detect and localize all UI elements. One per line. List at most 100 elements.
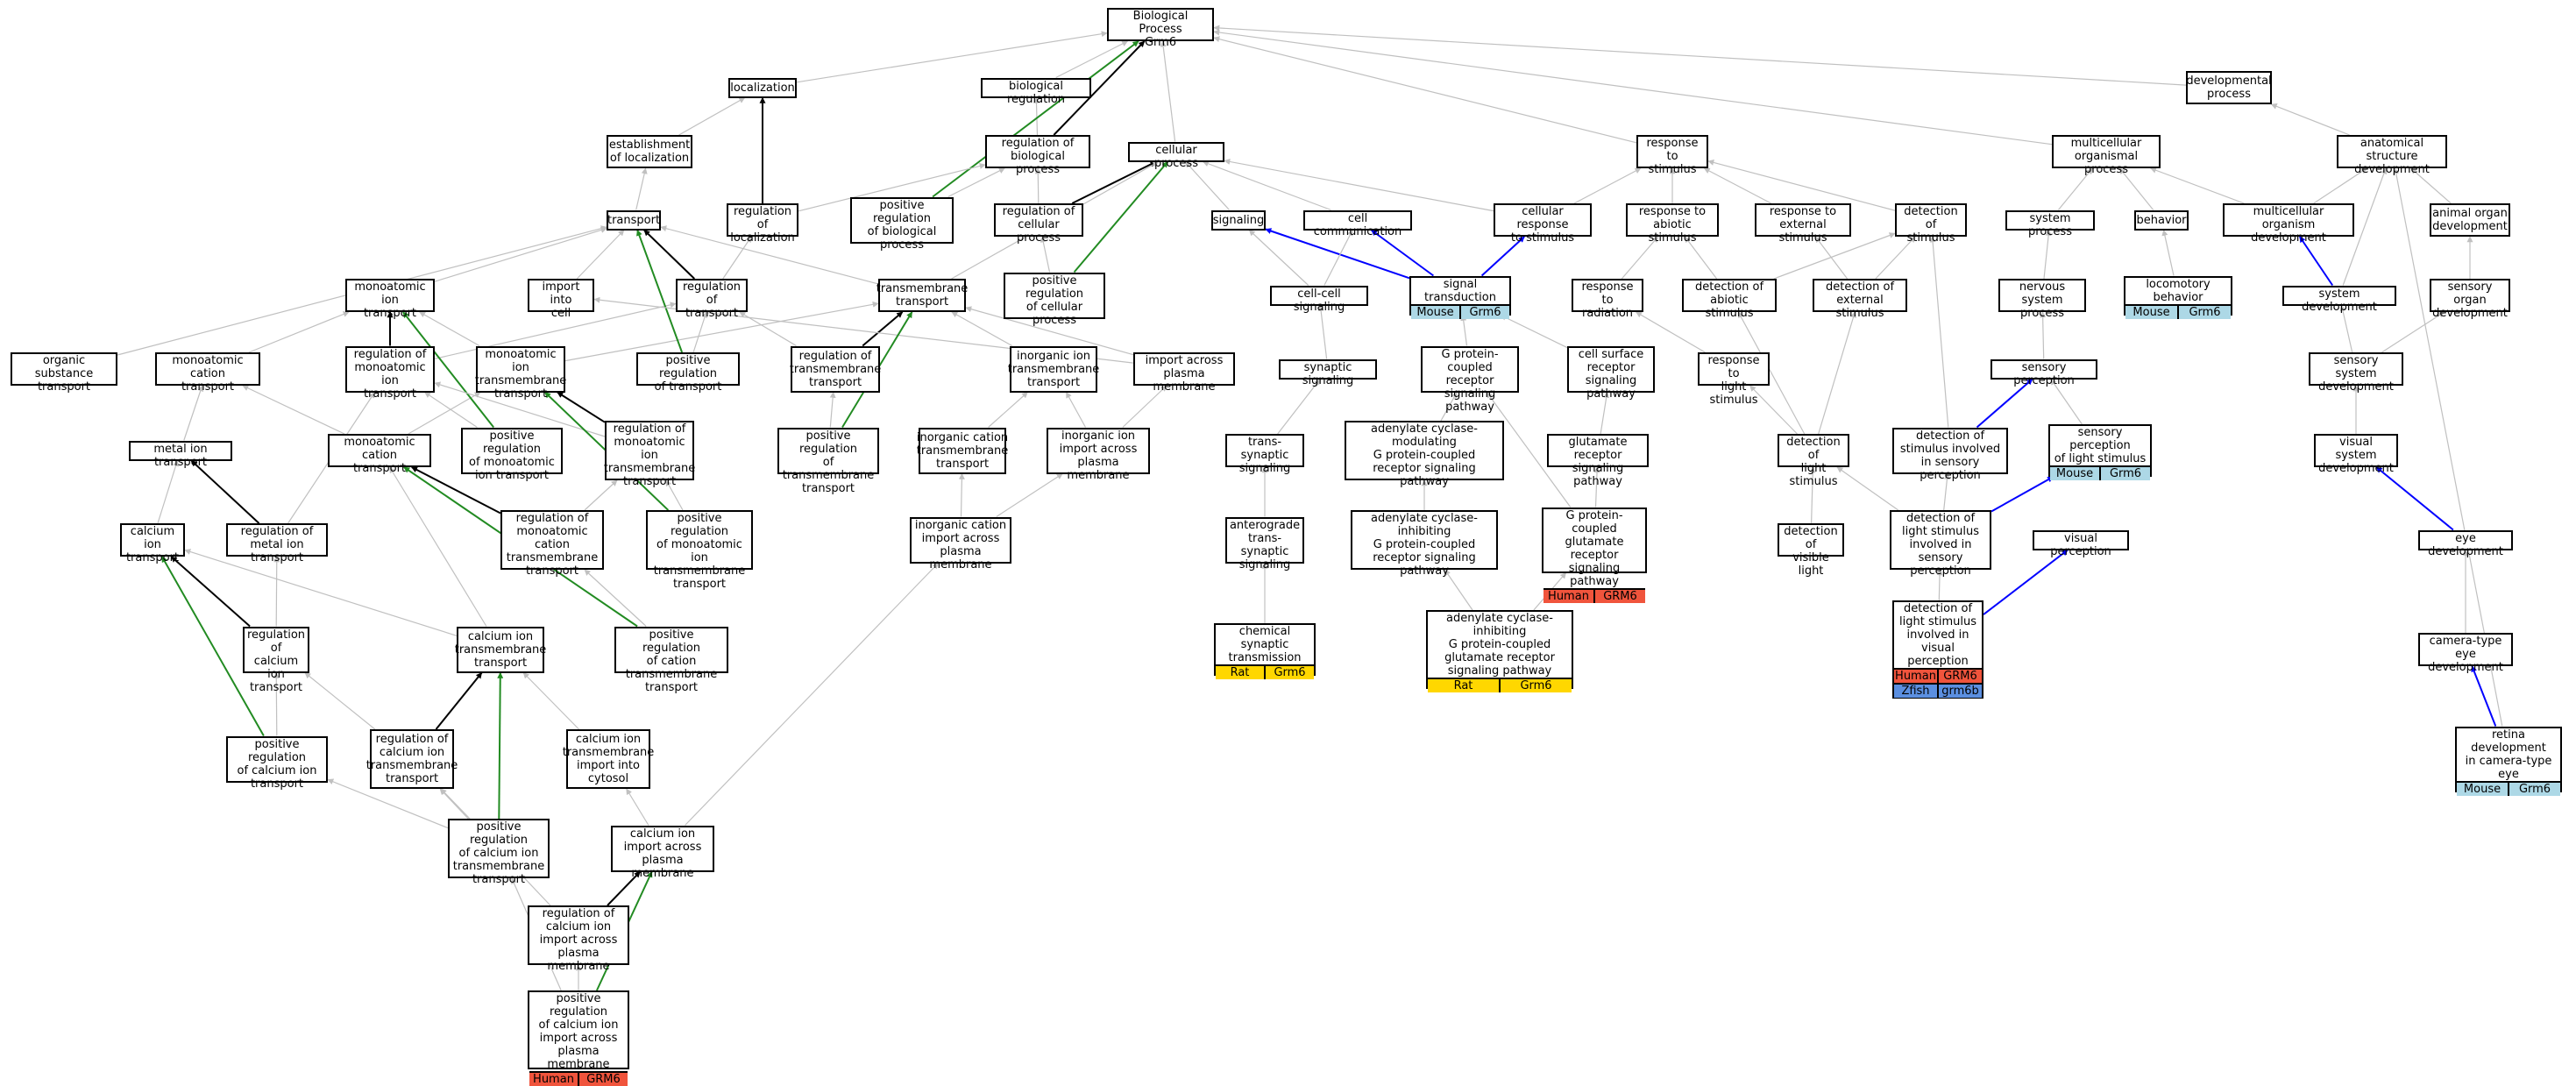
go-term-regcaiontm[interactable]: regulation of calcium ion transmembrane … bbox=[366, 729, 458, 789]
go-term-cellsurf[interactable]: cell surface receptor signaling pathway bbox=[1567, 345, 1655, 401]
go-term-senssys[interactable]: sensory system development bbox=[2309, 352, 2403, 394]
go-term-monocat[interactable]: monoatomic cation transport bbox=[155, 352, 260, 394]
go-term-resp[interactable]: response to stimulus bbox=[1636, 135, 1708, 176]
go-term-detstim[interactable]: detection of stimulus bbox=[1895, 203, 1967, 245]
go-term-detlightinv[interactable]: detection of light stimulus involved in … bbox=[1890, 510, 1991, 578]
go-term-multidev[interactable]: multicellular organism development bbox=[2223, 203, 2354, 245]
go-term-inorionimport[interactable]: inorganic ion import across plasma membr… bbox=[1047, 427, 1150, 482]
go-term-label: detection of abiotic stimulus bbox=[1694, 280, 1764, 320]
go-term-vissys[interactable]: visual system development bbox=[2314, 434, 2398, 475]
gene-label: GRM6 bbox=[1593, 589, 1645, 603]
go-term-nervsys[interactable]: nervous system process bbox=[1998, 279, 2086, 320]
go-term-multi[interactable]: multicellular organismal process bbox=[2052, 135, 2161, 176]
go-term-regbp[interactable]: regulation of biological process bbox=[985, 135, 1090, 176]
go-term-label: visual perception bbox=[2050, 531, 2111, 558]
go-term-regtransport[interactable]: regulation of transport bbox=[676, 279, 748, 320]
go-term-devproc[interactable]: developmental process bbox=[2186, 71, 2272, 104]
go-term-orgsub[interactable]: organic substance transport bbox=[11, 352, 117, 394]
go-term-gpcrglu[interactable]: G protein-coupled glutamate receptor sig… bbox=[1542, 507, 1647, 603]
go-term-monocattm[interactable]: monoatomic cation transport bbox=[328, 434, 431, 475]
go-term-eyedev[interactable]: eye development bbox=[2418, 529, 2513, 558]
go-term-cellcomm[interactable]: cell communication bbox=[1303, 209, 1412, 238]
go-term-regcp[interactable]: regulation of cellular process bbox=[994, 203, 1083, 245]
go-term-metaliont[interactable]: metal ion transport bbox=[129, 440, 232, 469]
go-term-detabio[interactable]: detection of abiotic stimulus bbox=[1682, 279, 1777, 320]
go-term-respirad[interactable]: response to radiation bbox=[1572, 279, 1643, 320]
go-term-acmod[interactable]: adenylate cyclase-modulating G protein-c… bbox=[1345, 421, 1504, 488]
go-term-sensperc[interactable]: sensory perception bbox=[1991, 358, 2097, 387]
edge-is-a-posregcattm-to-regmonocattm bbox=[584, 569, 647, 627]
go-term-synsig[interactable]: synaptic signaling bbox=[1279, 358, 1377, 387]
go-term-sysproc[interactable]: system process bbox=[2005, 209, 2095, 238]
go-term-regcaiont[interactable]: regulation of calcium ion transport bbox=[243, 626, 309, 694]
go-term-anat[interactable]: anatomical structure development bbox=[2337, 135, 2447, 176]
go-term-importacross[interactable]: import across plasma membrane bbox=[1133, 352, 1235, 394]
go-term-caiontm[interactable]: calcium ion transmembrane transport bbox=[455, 626, 546, 673]
go-term-regmetaliont[interactable]: regulation of metal ion transport bbox=[226, 523, 328, 564]
go-term-detlightvis[interactable]: detection of light stimulus involved in … bbox=[1892, 600, 1983, 699]
go-term-animorg[interactable]: animal organ development bbox=[2430, 203, 2510, 237]
go-term-posregcaiontm[interactable]: positive regulation of calcium ion trans… bbox=[448, 819, 550, 886]
go-term-antero[interactable]: anterograde trans-synaptic signaling bbox=[1225, 516, 1304, 571]
go-term-inoriontm[interactable]: inorganic ion transmembrane transport bbox=[1008, 345, 1099, 393]
go-term-behavior[interactable]: behavior bbox=[2134, 209, 2189, 231]
go-term-biolreg[interactable]: biological regulation bbox=[981, 77, 1091, 106]
go-term-inorcatimport[interactable]: inorganic cation import across plasma me… bbox=[910, 516, 1011, 571]
go-term-visperc[interactable]: visual perception bbox=[2033, 529, 2129, 558]
go-term-acinhib[interactable]: adenylate cyclase-inhibiting G protein-c… bbox=[1351, 510, 1498, 578]
go-term-transport[interactable]: transport bbox=[607, 209, 661, 231]
go-term-regmonocattm[interactable]: regulation of monoatomic cation transmem… bbox=[500, 510, 604, 578]
go-term-posregtmtransport[interactable]: positive regulation of transmembrane tra… bbox=[777, 427, 879, 495]
go-term-importcell[interactable]: import into cell bbox=[528, 279, 594, 320]
go-term-tmtransport[interactable]: transmembrane transport bbox=[876, 279, 968, 312]
go-term-regtmtransport[interactable]: regulation of transmembrane transport bbox=[790, 345, 881, 393]
go-term-monoiont[interactable]: monoatomic ion transport bbox=[345, 279, 435, 320]
go-term-ccsig[interactable]: cell-cell signaling bbox=[1270, 285, 1368, 314]
go-term-detlight[interactable]: detection of light stimulus bbox=[1778, 434, 1849, 488]
go-term-signaling[interactable]: signaling bbox=[1211, 209, 1266, 231]
go-term-cellproc[interactable]: cellular process bbox=[1128, 141, 1224, 170]
go-term-cellresp[interactable]: cellular response to stimulus bbox=[1494, 203, 1592, 245]
go-term-resplight[interactable]: response to light stimulus bbox=[1698, 352, 1770, 407]
go-term-caiontmimport[interactable]: calcium ion transmembrane import into cy… bbox=[563, 729, 654, 789]
go-term-posregcattm[interactable]: positive regulation of cation transmembr… bbox=[614, 626, 728, 694]
go-term-cameraeye[interactable]: camera-type eye development bbox=[2418, 633, 2513, 674]
go-term-respext[interactable]: response to external stimulus bbox=[1755, 203, 1851, 245]
go-term-regmonoiontm[interactable]: regulation of monoatomic ion transmembra… bbox=[604, 421, 695, 488]
go-term-caimport[interactable]: calcium ion import across plasma membran… bbox=[611, 825, 714, 880]
go-term-estloc[interactable]: establishment of localization bbox=[607, 135, 692, 168]
go-term-calciont[interactable]: calcium ion transport bbox=[120, 523, 185, 564]
go-term-detext[interactable]: detection of external stimulus bbox=[1813, 279, 1907, 320]
go-term-posregmonoiont[interactable]: positive regulation of monoatomic ion tr… bbox=[461, 427, 563, 482]
edge-is-a-posregcaiont-to-regcaiont bbox=[273, 671, 280, 736]
go-term-detstiminv[interactable]: detection of stimulus involved in sensor… bbox=[1892, 427, 2008, 482]
go-term-posregcaimport[interactable]: positive regulation of calcium ion impor… bbox=[528, 990, 629, 1086]
go-term-transsyn[interactable]: trans-synaptic signaling bbox=[1225, 434, 1304, 475]
go-term-respabio[interactable]: response to abiotic stimulus bbox=[1626, 203, 1719, 245]
go-term-posregcaiont[interactable]: positive regulation of calcium ion trans… bbox=[226, 735, 328, 791]
go-term-regmonoiont[interactable]: regulation of monoatomic ion transport bbox=[345, 345, 435, 401]
go-term-posregmonoiontm[interactable]: positive regulation of monoatomic ion tr… bbox=[646, 510, 753, 591]
go-term-regloc[interactable]: regulation of localization bbox=[727, 203, 798, 245]
go-term-loc[interactable]: localization bbox=[728, 77, 797, 98]
go-term-sensorg[interactable]: sensory organ development bbox=[2430, 279, 2510, 320]
go-term-label: positive regulation of cation transmembr… bbox=[625, 628, 718, 694]
go-term-gpcr[interactable]: G protein-coupled receptor signaling pat… bbox=[1421, 345, 1519, 414]
go-term-regcaimport[interactable]: regulation of calcium ion import across … bbox=[528, 905, 629, 973]
go-term-bp[interactable]: Biological Process Grm6 bbox=[1107, 8, 1214, 49]
go-term-posregbp[interactable]: positive regulation of biological proces… bbox=[850, 196, 954, 252]
go-term-acinhibglu[interactable]: adenylate cyclase-inhibiting G protein-c… bbox=[1426, 610, 1573, 692]
go-term-sysdev[interactable]: system development bbox=[2282, 285, 2396, 314]
go-term-posregcp[interactable]: positive regulation of cellular process bbox=[1004, 272, 1105, 327]
go-term-posregtransport[interactable]: positive regulation of transport bbox=[636, 352, 740, 394]
go-term-detvislight[interactable]: detection of visible light bbox=[1778, 523, 1844, 578]
go-term-monoiontm[interactable]: monoatomic ion transmembrane transport bbox=[475, 345, 566, 401]
go-term-inorcattm[interactable]: inorganic cation transmembrane transport bbox=[917, 427, 1008, 474]
go-term-glurecep[interactable]: glutamate receptor signaling pathway bbox=[1547, 434, 1649, 488]
